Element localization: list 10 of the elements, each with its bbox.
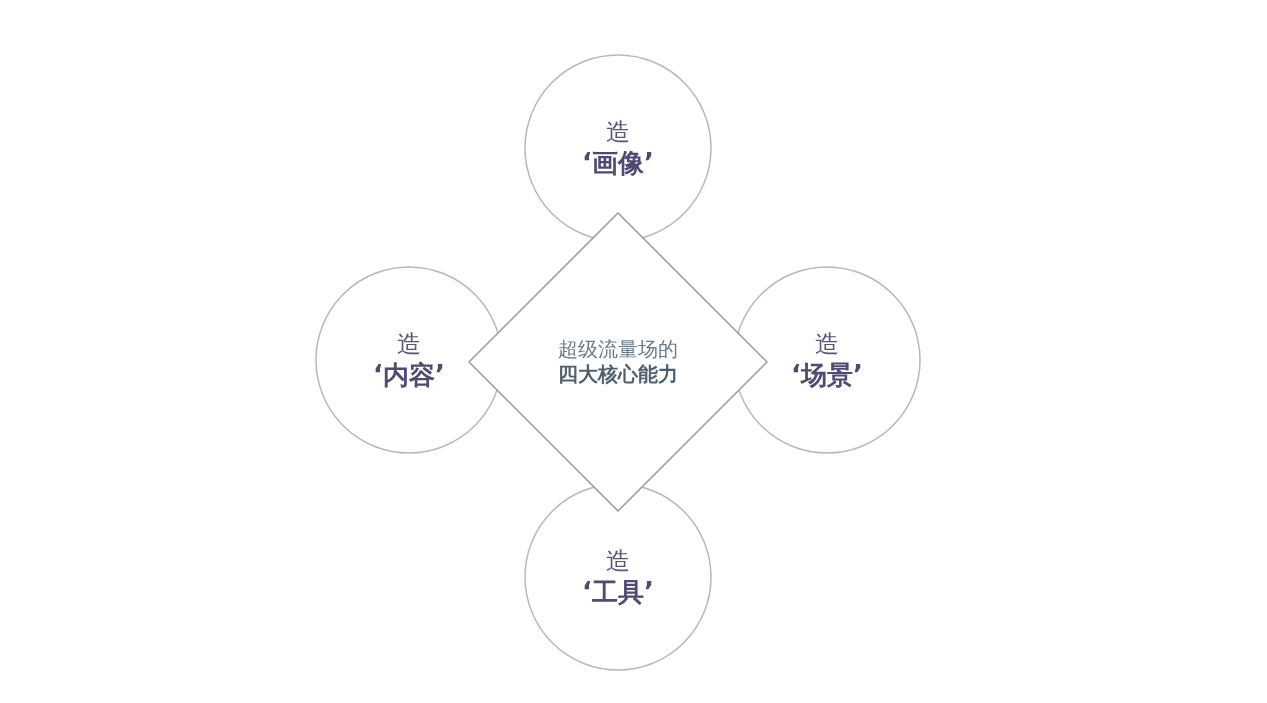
node-heading: 造 [606, 116, 630, 147]
node-title: ‘画像’ [582, 146, 654, 180]
node-heading: 造 [606, 545, 630, 576]
center-title: 四大核心能力 [558, 362, 678, 387]
node-title: ‘工具’ [582, 575, 654, 609]
node-title: ‘内容’ [373, 358, 445, 392]
node-title: ‘场景’ [791, 358, 863, 392]
center-heading: 超级流量场的 [558, 337, 678, 362]
node-heading: 造 [815, 328, 839, 359]
node-heading: 造 [397, 328, 421, 359]
